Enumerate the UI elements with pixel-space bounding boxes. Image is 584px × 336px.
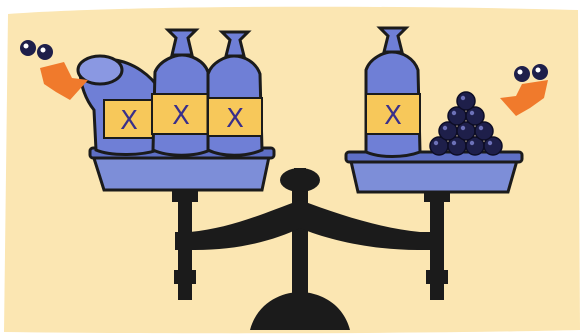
ball-highlight (461, 96, 465, 100)
ball-highlight (443, 126, 447, 130)
bag-left-1-x: X (120, 106, 138, 136)
ball-highlight (452, 141, 456, 145)
ball-highlight (452, 111, 456, 115)
bag-left-2-x: X (172, 101, 190, 131)
ball-highlight (434, 141, 438, 145)
ball-highlight (470, 141, 474, 145)
eye-right-2 (532, 64, 548, 80)
bag-right-1-x: X (384, 101, 402, 131)
ball (457, 92, 475, 110)
ball-highlight (488, 141, 492, 145)
eye-left-1 (20, 40, 36, 56)
ball-highlight (470, 111, 474, 115)
eye-right-1 (514, 66, 530, 82)
ball-highlight (461, 126, 465, 130)
ball-highlight (479, 126, 483, 130)
right-pan (346, 152, 522, 192)
eye-left-2 (37, 44, 53, 60)
bag-left-3-x: X (226, 104, 244, 134)
